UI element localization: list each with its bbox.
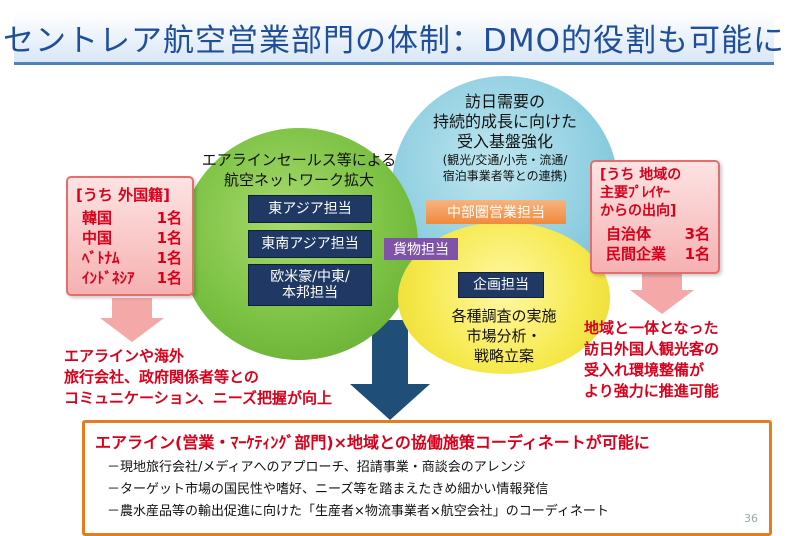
inbound-text: 訪日需要の 持続的成長に向けた 受入基盤強化 (観光/交通/小売・流通/ 宿泊事…	[412, 92, 598, 184]
page-title: セントレア航空営業部門の体制：DMO的役割も可能に	[3, 22, 786, 59]
right-result-line1: 地域と一体となった	[584, 319, 719, 337]
planning-line2: 市場分析・	[466, 327, 542, 345]
seconded-staff-title: [うち 地域の 主要ﾌﾟﾚｲﾔｰ からの出向]	[600, 166, 681, 220]
row-value: 1名	[156, 269, 182, 287]
left-result-line3: コミュニケーション、ニーズ把握が向上	[64, 389, 333, 407]
row-label: ｲﾝﾄﾞﾈｼｱ	[82, 269, 135, 287]
center-down-arrow	[350, 320, 430, 420]
seconded-title-line3: からの出向]	[600, 203, 677, 219]
list-item: 民間企業 1名	[606, 244, 710, 264]
row-value: 1名	[156, 249, 182, 267]
western-box: 欧米豪/中東/ 本邦担当	[248, 264, 372, 306]
planning-line1: 各種調査の実施	[451, 307, 557, 325]
row-value: 1名	[156, 229, 182, 247]
row-value: 1名	[156, 209, 182, 227]
airline-line2: 航空ネットワーク拡大	[223, 171, 374, 189]
seconded-title-line1: [うち 地域の	[600, 167, 682, 183]
list-item: 中国 1名	[82, 228, 182, 248]
western-line2: 本邦担当	[282, 285, 338, 301]
list-item: －ターゲット市場の国民性や嗜好、ニーズ等を踏まえたきめ細かい情報発信	[107, 482, 549, 497]
inbound-line4: (観光/交通/小売・流通/	[442, 153, 568, 167]
page-number: 36	[744, 512, 758, 525]
seconded-title-line2: 主要ﾌﾟﾚｲﾔｰ	[600, 185, 670, 201]
list-item: ｲﾝﾄﾞﾈｼｱ 1名	[82, 268, 182, 288]
planning-text: 各種調査の実施 市場分析・ 戦略立案	[416, 306, 592, 366]
right-down-arrow	[630, 270, 694, 314]
left-result-line2: 旅行会社、政府関係者等との	[64, 368, 259, 386]
list-item: －農水産品等の輸出促進に向けた「生産者×物流事業者×航空会社」のコーディネート	[107, 504, 609, 519]
western-line1: 欧米豪/中東/	[270, 269, 350, 285]
inbound-line2: 持続的成長に向けた	[432, 112, 577, 131]
left-result-line1: エアラインや海外	[64, 347, 185, 365]
list-item: ﾍﾞﾄﾅﾑ 1名	[82, 248, 182, 268]
summary-bullets: －現地旅行会社/メディアへのアプローチ、招請事業・商談会のアレンジ －ターゲット…	[107, 457, 609, 523]
inbound-line5: 宿泊事業者等との連携)	[442, 169, 568, 183]
row-label: 民間企業	[606, 245, 667, 263]
left-down-arrow	[100, 298, 164, 342]
east-asia-box: 東アジア担当	[248, 195, 372, 223]
right-result-text: 地域と一体となった 訪日外国人観光客の 受入れ環境整備が より強力に推進可能	[584, 318, 719, 402]
foreign-staff-panel: [うち 外国籍] 韓国 1名 中国 1名 ﾍﾞﾄﾅﾑ 1名 ｲﾝﾄﾞﾈｼｱ 1名	[66, 176, 194, 296]
inbound-line1: 訪日需要の	[464, 92, 545, 111]
summary-headline: エアライン(営業・ﾏｰｹﾃｨﾝｸﾞ部門)×地域との協働施策コーディネートが可能に	[95, 433, 650, 452]
row-label: ﾍﾞﾄﾅﾑ	[82, 249, 120, 267]
airline-text: エアラインセールス等による 航空ネットワーク拡大	[192, 150, 406, 190]
airline-line1: エアラインセールス等による	[201, 151, 397, 169]
left-result-text: エアラインや海外 旅行会社、政府関係者等との コミュニケーション、ニーズ把握が向…	[64, 346, 332, 409]
right-result-line2: 訪日外国人観光客の	[584, 340, 720, 358]
southeast-asia-box: 東南アジア担当	[248, 230, 372, 258]
title-bar: セントレア航空営業部門の体制：DMO的役割も可能に	[3, 12, 784, 65]
row-label: 韓国	[82, 209, 113, 227]
foreign-staff-title: [うち 外国籍]	[76, 186, 170, 204]
seconded-staff-panel: [うち 地域の 主要ﾌﾟﾚｲﾔｰ からの出向] 自治体 3名 民間企業 1名	[590, 160, 720, 274]
inbound-line3: 受入基盤強化	[456, 132, 553, 151]
cargo-box: 貨物担当	[384, 238, 458, 260]
right-result-line3: 受入れ環境整備が	[584, 361, 705, 379]
summary-panel: エアライン(営業・ﾏｰｹﾃｨﾝｸﾞ部門)×地域との協働施策コーディネートが可能に…	[82, 420, 772, 536]
list-item: 自治体 3名	[606, 224, 710, 244]
planning-box: 企画担当	[458, 272, 544, 298]
list-item: －現地旅行会社/メディアへのアプローチ、招請事業・商談会のアレンジ	[107, 460, 526, 475]
list-item: 韓国 1名	[82, 208, 182, 228]
planning-line3: 戦略立案	[473, 347, 534, 365]
row-value: 1名	[684, 245, 710, 263]
right-result-line4: より強力に推進可能	[584, 382, 719, 400]
row-label: 自治体	[606, 225, 652, 243]
row-label: 中国	[82, 229, 113, 247]
chubu-sales-box: 中部圏営業担当	[426, 200, 566, 224]
row-value: 3名	[684, 225, 710, 243]
